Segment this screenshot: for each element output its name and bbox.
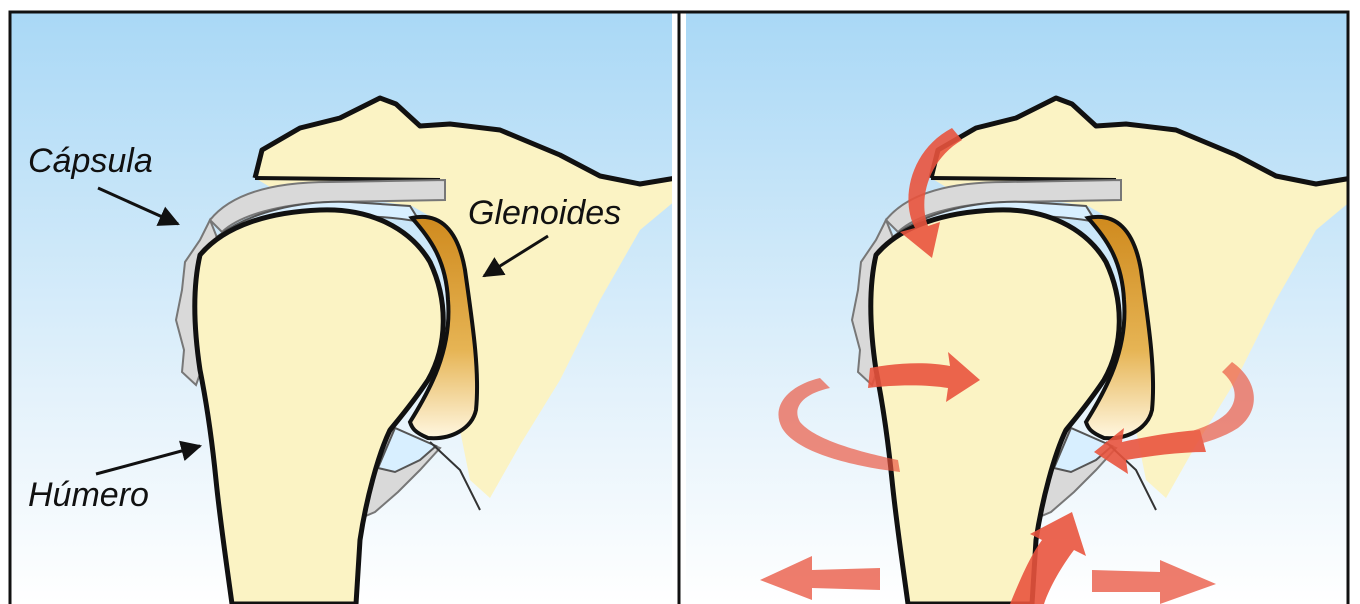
humerus-label: Húmero xyxy=(28,476,149,514)
panel-normal: Cápsula Glenoides Húmero xyxy=(10,12,676,604)
glenoid-label: Glenoides xyxy=(468,194,621,232)
panel-forces xyxy=(686,12,1352,604)
capsule-label: Cápsula xyxy=(28,142,153,180)
